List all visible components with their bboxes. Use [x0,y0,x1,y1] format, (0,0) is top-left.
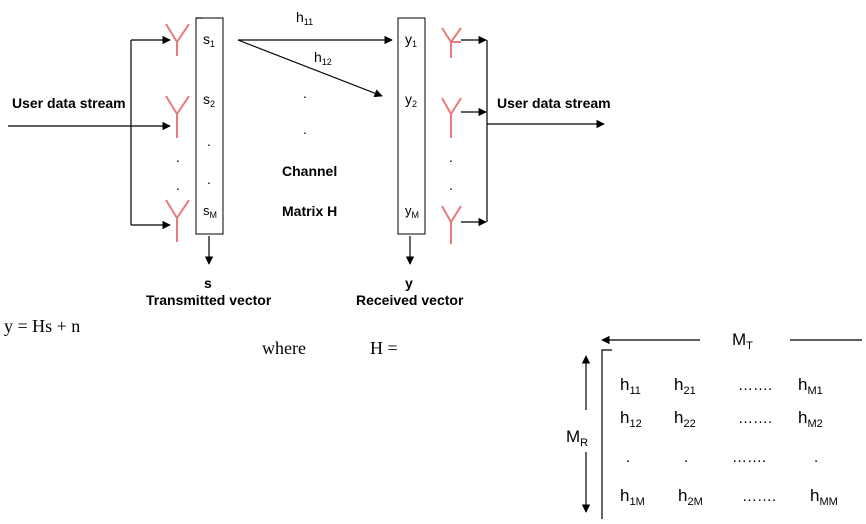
matrix-cell: ……. [742,488,776,505]
left-user-data-label: User data stream [12,95,126,111]
sM-symbol: sM [203,203,217,220]
left-dots-1: . [176,149,180,165]
matrix-cell: hMM [810,486,838,508]
right-dots-2: . [449,177,453,193]
tx-vector-caption: Transmitted vector [146,292,272,308]
matrix-row-3: . . ……. . [626,449,818,466]
matrix-row-4: h1M h2M ……. hMM [620,486,838,508]
tx-antenna-2-icon [165,95,190,138]
y1-symbol: y1 [405,31,417,49]
matrix-cell: hM1 [798,375,823,397]
matrix-cell: h1M [620,486,645,508]
s1-symbol: s1 [203,31,215,49]
matrix-cell: . [626,449,630,466]
matrix-cell: . [684,449,688,466]
tx-antenna-1-icon [165,23,190,56]
equation-where: where [262,338,306,358]
rx-vector-box [397,17,426,235]
matrix-cell: hM2 [798,408,823,430]
y2-symbol: y2 [405,91,417,109]
channel-dot-2: . [303,121,307,137]
rx-antenna-1-icon [441,27,462,58]
matrix-cell: ……. [738,410,772,427]
right-user-data-label: User data stream [497,95,611,111]
s-dot-1: . [207,133,211,149]
right-dots-1: . [449,149,453,165]
h12-label: h12 [314,49,332,67]
matrix-cell: ……. [732,449,766,466]
matrix-cell: h22 [674,408,696,430]
matrix-cell: h21 [674,375,696,397]
matrix-rows-label: MR [566,427,588,449]
tx-vector-box [195,17,224,235]
equation-main: y = Hs + n [4,316,80,336]
h11-label: h11 [296,9,313,27]
matrix-cell: h2M [678,486,703,508]
rx-antenna-m-icon [441,205,462,244]
channel-label-line2: Matrix H [282,203,337,219]
matrix-cell: . [814,449,818,466]
equation-h-eq: H = [370,338,398,358]
s2-symbol: s2 [203,91,215,109]
yM-symbol: yM [405,203,419,220]
matrix-left-bracket [601,349,612,519]
rx-vector-caption: Received vector [356,292,464,308]
channel-label-line1: Channel [282,163,337,179]
channel-h12-arrow [237,39,383,98]
tx-vector-symbol: s [204,275,212,291]
matrix-row-1: h11 h21 ……. hM1 [620,375,823,397]
matrix-cell: h11 [620,375,641,397]
tx-antenna-m-icon [165,199,190,242]
rx-antenna-2-icon [441,97,462,138]
rx-vector-symbol: y [405,275,413,291]
matrix-cols-label: MT [732,330,753,352]
left-dots-2: . [176,177,180,193]
matrix-cell: ……. [738,377,772,394]
matrix-cell: h12 [620,408,642,430]
matrix-row-2: h12 h22 ……. hM2 [620,408,823,430]
channel-dot-1: . [303,85,307,101]
s-dot-2: . [207,171,211,187]
